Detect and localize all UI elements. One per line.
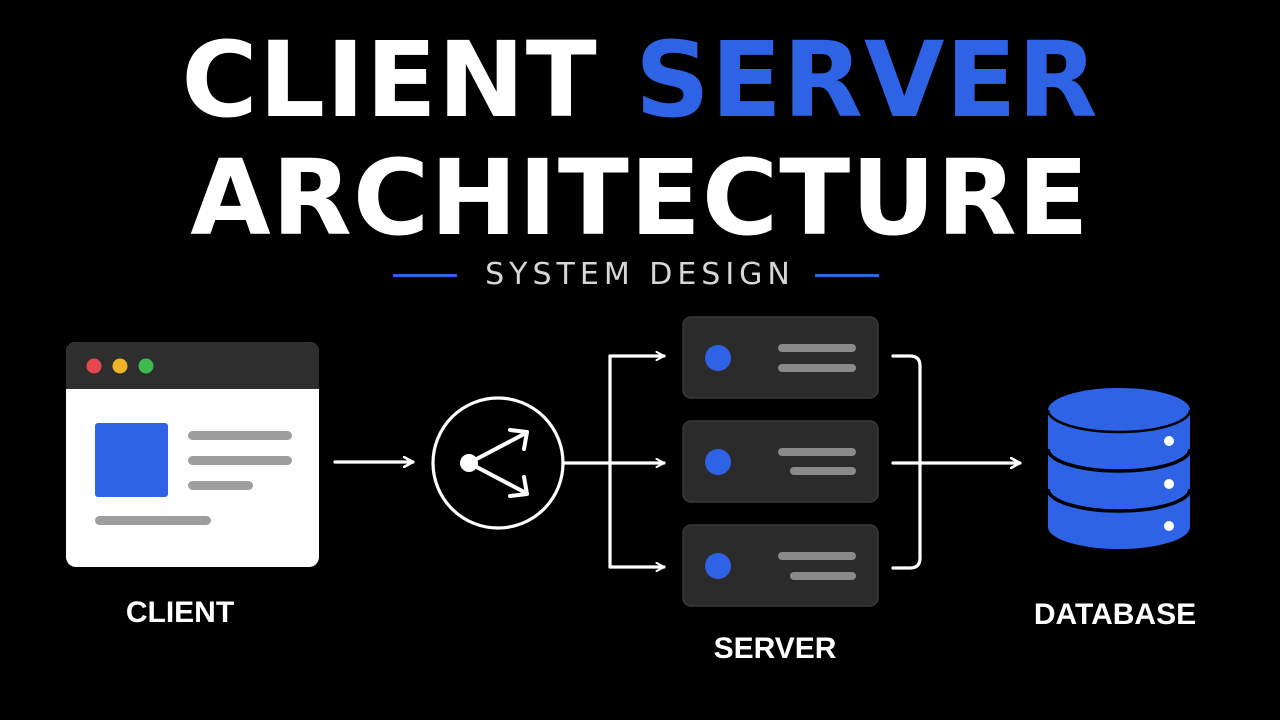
database-cylinder-icon (1046, 388, 1192, 549)
subtitle: SYSTEM DESIGN (485, 257, 795, 292)
server-unit (682, 524, 879, 607)
server-unit (682, 420, 879, 503)
title-client-word: CLIENT (181, 19, 598, 141)
window-minimize-dot (112, 358, 128, 374)
load-balancer-icon (431, 396, 565, 530)
server-rack-icon (682, 316, 879, 607)
content-text-line (95, 516, 211, 525)
subtitle-block: SYSTEM DESIGN (0, 258, 1280, 292)
content-text-line (188, 456, 292, 465)
server-unit (682, 316, 879, 399)
subtitle-rule-right (815, 274, 879, 277)
title-line-2: ARCHITECTURE (190, 137, 1090, 259)
window-maximize-dot (138, 358, 154, 374)
content-text-line (188, 431, 292, 440)
content-image-placeholder (95, 423, 168, 497)
server-label: SERVER (713, 632, 837, 665)
content-text-line (188, 481, 253, 490)
servers-to-database-arrow (891, 354, 1022, 570)
browser-window-icon (66, 342, 319, 567)
title-line-1: CLIENT SERVER (0, 28, 1280, 132)
subtitle-rule-left (393, 274, 457, 277)
client-label: CLIENT (125, 596, 235, 629)
title-server-word: SERVER (634, 19, 1099, 141)
window-close-dot (86, 358, 102, 374)
balancer-to-servers-arrows (561, 356, 666, 567)
database-label: DATABASE (1033, 598, 1197, 631)
